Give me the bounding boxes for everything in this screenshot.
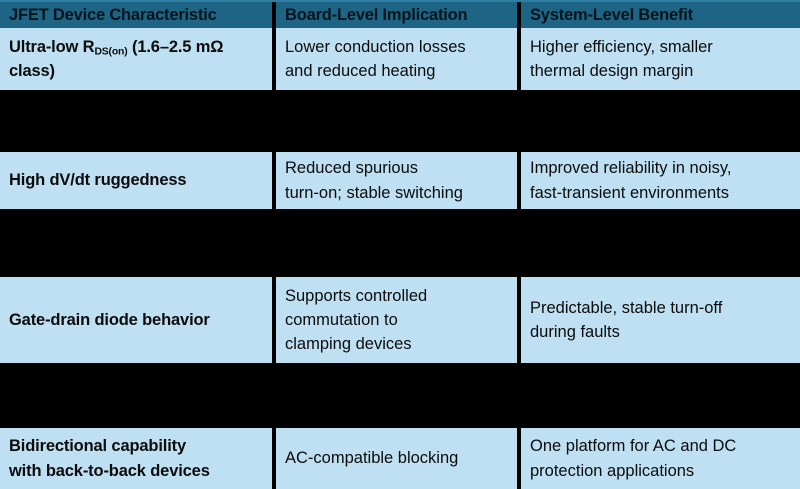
table-header-row: JFET Device Characteristic Board-Level I…: [0, 0, 800, 28]
cell-text-implication-line2: and reduced heating: [285, 62, 436, 80]
cell-text-implication-line3: clamping devices: [285, 335, 412, 354]
row-divider-1: [272, 28, 276, 90]
cell-implication: AC-compatible blocking: [276, 428, 517, 489]
row-divider-2: [517, 277, 521, 363]
cell-text-implication-line1: AC-compatible blocking: [285, 449, 459, 468]
cell-text-benefit-line1: One platform for AC and DC: [530, 437, 737, 456]
column-header-system-level-benefit: System-Level Benefit: [530, 5, 693, 24]
cell-text-characteristic-1: Ultra-low RDS(on) (1.6–2.5 mΩ class): [9, 35, 263, 83]
cell-text-benefit-line2: protection applications: [530, 461, 695, 480]
cell-implication: Supports controlled commutation to clamp…: [276, 277, 517, 363]
cell-text-benefit-line1: Higher efficiency, smaller: [530, 37, 713, 56]
cell-characteristic: Gate-drain diode behavior: [0, 277, 272, 363]
cell-implication: Lower conduction losses and reduced heat…: [276, 28, 517, 90]
row-divider-1: [272, 277, 276, 363]
cell-benefit: One platform for AC and DC protection ap…: [521, 428, 800, 489]
cell-text-implication-line1: Reduced spurious: [285, 159, 418, 178]
cell-text-benefit-line1: Improved reliability in noisy,: [530, 159, 732, 178]
row-divider-1: [272, 152, 276, 209]
row-divider-1: [272, 428, 276, 489]
cell-benefit: Higher efficiency, smaller thermal desig…: [521, 28, 800, 90]
cell-text-implication-line2: commutation to: [285, 310, 398, 329]
cell-text-implication-line1: Supports controlled: [285, 286, 428, 305]
header-divider-2: [517, 2, 521, 28]
table-row: Bidirectional capability with back-to-ba…: [0, 428, 800, 489]
cell-text-benefit-line2: thermal design margin: [530, 62, 694, 80]
cell-text-benefit-line2: during faults: [530, 323, 620, 341]
cell-text-benefit-line1: Predictable, stable turn-off: [530, 298, 723, 317]
cell-text-benefit-line2: fast-transient environments: [530, 183, 730, 202]
cell-text-implication-line1: Lower conduction losses: [285, 37, 466, 56]
rdson-subscript: DS(on): [94, 46, 128, 58]
cell-text-implication-line2: turn-on; stable switching: [285, 183, 463, 202]
cell-text-characteristic-line2: with back-to-back devices: [9, 461, 210, 480]
rdson-suffix: (1.6–2.5 mΩ class): [9, 37, 224, 80]
table-row: Gate-drain diode behavior Supports contr…: [0, 277, 800, 363]
column-header-jfet-device-characteristic: JFET Device Characteristic: [9, 5, 217, 24]
cell-text-characteristic: Gate-drain diode behavior: [9, 310, 210, 329]
cell-text-characteristic-line1: Bidirectional capability: [9, 437, 187, 456]
row-divider-2: [517, 28, 521, 90]
table-row: Ultra-low RDS(on) (1.6–2.5 mΩ class) Low…: [0, 28, 800, 90]
cell-benefit: Improved reliability in noisy, fast-tran…: [521, 152, 800, 209]
cell-text-characteristic: High dV/dt ruggedness: [9, 171, 187, 190]
cell-characteristic: Bidirectional capability with back-to-ba…: [0, 428, 272, 489]
cell-benefit: Predictable, stable turn-off during faul…: [521, 277, 800, 363]
column-header-board-level-implication: Board-Level Implication: [285, 5, 468, 24]
cell-implication: Reduced spurious turn-on; stable switchi…: [276, 152, 517, 209]
row-divider-2: [517, 428, 521, 489]
table-row: High dV/dt ruggedness Reduced spurious t…: [0, 152, 800, 209]
cell-characteristic: High dV/dt ruggedness: [0, 152, 272, 209]
cell-characteristic: Ultra-low RDS(on) (1.6–2.5 mΩ class): [0, 28, 272, 90]
rdson-prefix: Ultra-low R: [9, 37, 95, 56]
row-divider-2: [517, 152, 521, 209]
header-divider-1: [272, 2, 276, 28]
